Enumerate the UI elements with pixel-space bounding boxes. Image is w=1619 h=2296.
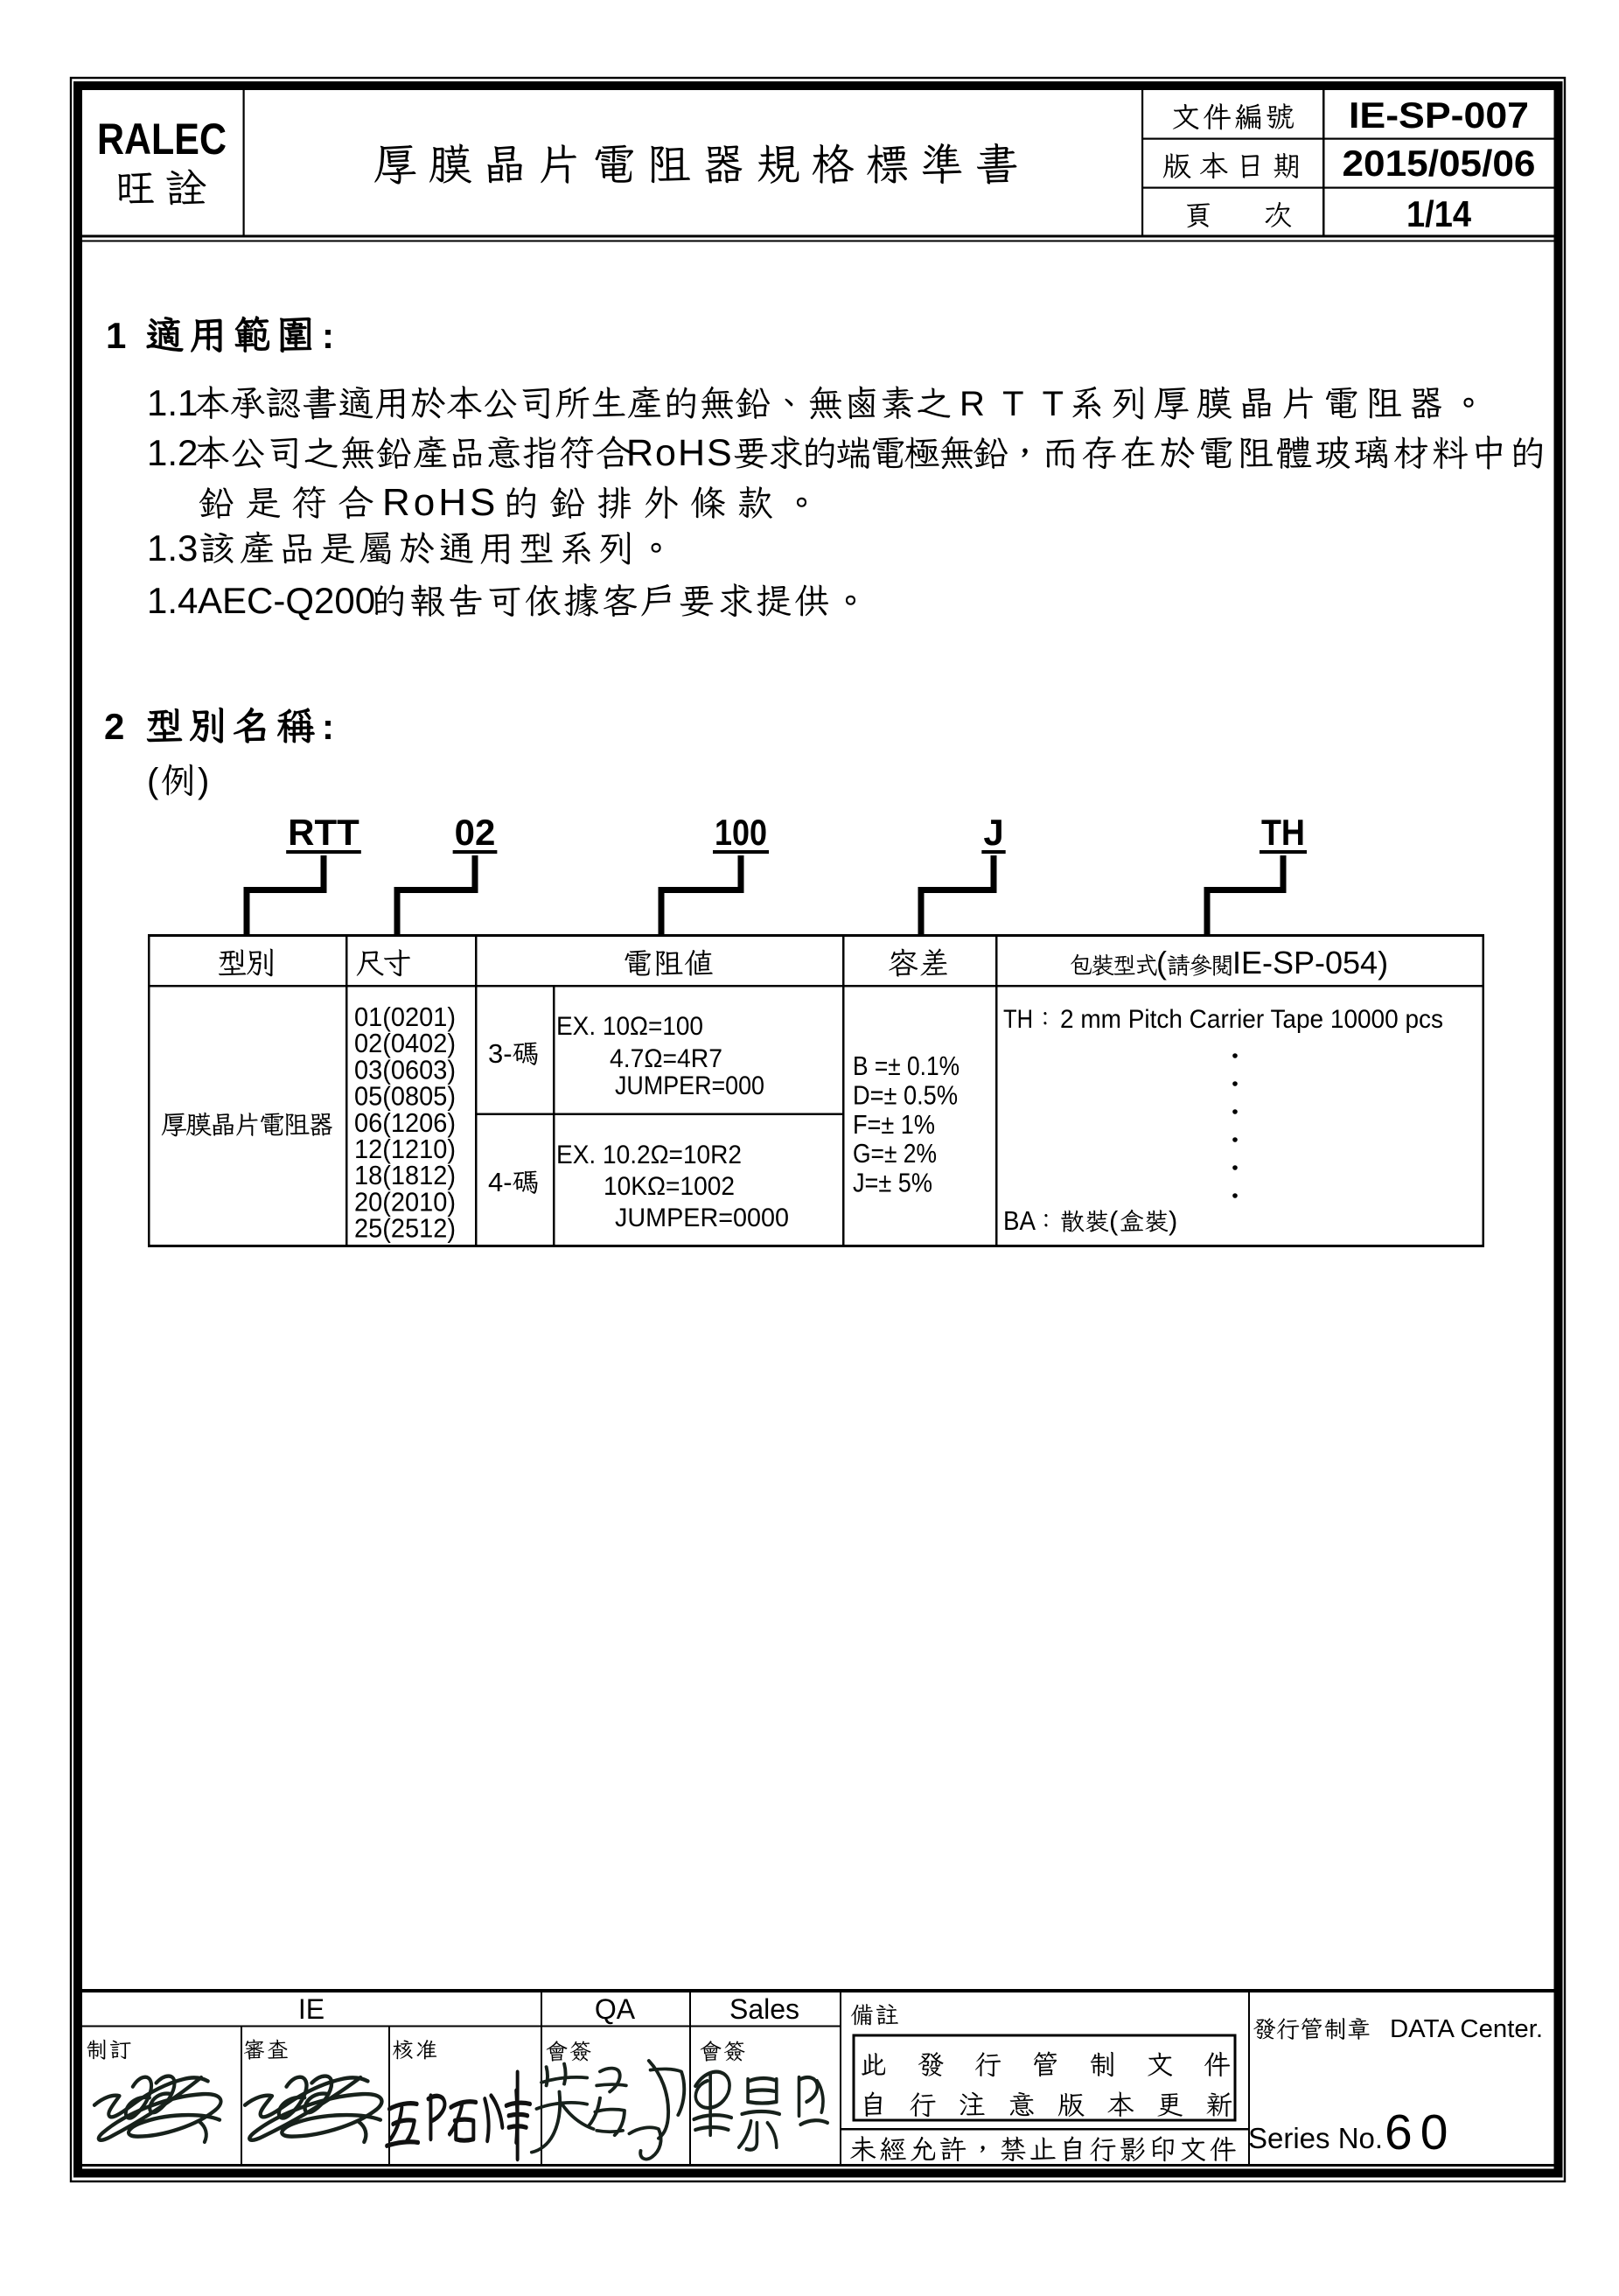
- svg-text:DATA Center.: DATA Center.: [1390, 2015, 1543, 2043]
- svg-text:10KΩ=1002: 10KΩ=1002: [604, 1172, 735, 1201]
- svg-text:18(1812): 18(1812): [354, 1160, 456, 1190]
- svg-text::: :: [322, 315, 334, 356]
- svg-text:01(0201): 01(0201): [354, 1001, 456, 1032]
- svg-text:2: 2: [104, 706, 124, 747]
- svg-text:Series No.: Series No.: [1248, 2122, 1383, 2154]
- svg-text:1/14: 1/14: [1406, 193, 1472, 234]
- svg-text:1.1: 1.1: [147, 382, 198, 423]
- svg-text:03(0603): 03(0603): [354, 1054, 456, 1085]
- svg-text:(: (: [147, 762, 159, 800]
- svg-text:1.3: 1.3: [147, 527, 198, 569]
- svg-text:4.7Ω=4R7: 4.7Ω=4R7: [610, 1044, 722, 1073]
- svg-text:RALEC: RALEC: [97, 115, 227, 164]
- svg-text:20(2010): 20(2010): [354, 1186, 456, 1217]
- svg-text:02: 02: [455, 812, 496, 853]
- svg-text:25(2512): 25(2512): [354, 1213, 456, 1244]
- svg-text:1.4: 1.4: [147, 580, 198, 621]
- svg-text:RTT: RTT: [960, 385, 1082, 423]
- svg-text:JUMPER=000: JUMPER=000: [615, 1071, 764, 1100]
- svg-text:D=± 0.5%: D=± 0.5%: [853, 1079, 958, 1110]
- svg-text:05(0805): 05(0805): [354, 1081, 456, 1112]
- svg-text:2 mm Pitch Carrier Tape 10000: 2 mm Pitch Carrier Tape 10000 pcs: [1060, 1005, 1443, 1034]
- svg-text::: :: [322, 706, 334, 747]
- svg-text:60: 60: [1385, 2104, 1455, 2160]
- svg-text:(: (: [1156, 945, 1167, 981]
- svg-text:100: 100: [715, 812, 767, 853]
- svg-text:F=± 1%: F=± 1%: [853, 1109, 935, 1140]
- svg-text:RTT: RTT: [288, 812, 359, 853]
- svg-text:): ): [198, 762, 209, 800]
- svg-text:06(1206): 06(1206): [354, 1107, 456, 1138]
- svg-text:4-: 4-: [488, 1167, 513, 1197]
- svg-text:1.2: 1.2: [147, 432, 198, 473]
- svg-text:(: (: [1109, 1205, 1119, 1236]
- svg-text:B =± 0.1%: B =± 0.1%: [853, 1050, 960, 1081]
- svg-text:J: J: [983, 812, 1003, 853]
- svg-text:2015/05/06: 2015/05/06: [1343, 143, 1536, 184]
- svg-text:IE-SP-054): IE-SP-054): [1232, 945, 1388, 981]
- svg-text:RoHS: RoHS: [382, 481, 499, 524]
- svg-text:BA: BA: [1003, 1205, 1036, 1236]
- svg-text:1: 1: [106, 315, 126, 356]
- svg-text:J=± 5%: J=± 5%: [853, 1168, 932, 1198]
- svg-text:JUMPER=0000: JUMPER=0000: [615, 1204, 789, 1232]
- svg-text:EX. 10Ω=100: EX. 10Ω=100: [556, 1012, 703, 1041]
- svg-text:G=± 2%: G=± 2%: [853, 1138, 937, 1169]
- svg-text:): ): [1169, 1205, 1177, 1236]
- svg-text:RoHS: RoHS: [626, 432, 734, 474]
- svg-text:TH: TH: [1261, 812, 1305, 853]
- svg-text:EX. 10.2Ω=10R2: EX. 10.2Ω=10R2: [556, 1141, 742, 1169]
- svg-text:QA: QA: [595, 1993, 636, 2025]
- svg-text:AEC-Q200: AEC-Q200: [198, 580, 375, 621]
- svg-text:12(1210): 12(1210): [354, 1134, 456, 1164]
- svg-text:Sales: Sales: [729, 1993, 799, 2025]
- svg-text:IE-SP-007: IE-SP-007: [1349, 94, 1529, 136]
- svg-text:3-: 3-: [488, 1038, 513, 1069]
- svg-text:TH: TH: [1003, 1005, 1033, 1034]
- svg-text:IE: IE: [298, 1993, 324, 2025]
- svg-text:02(0402): 02(0402): [354, 1028, 456, 1058]
